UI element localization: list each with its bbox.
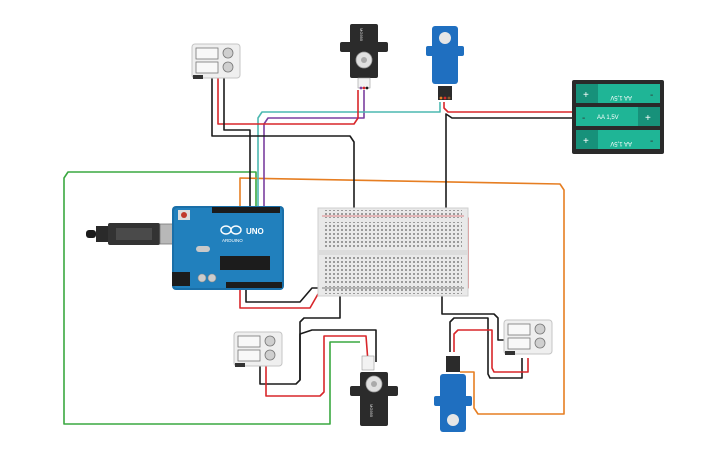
arduino-uno-board[interactable]: ARDUINO UNO — [172, 206, 284, 290]
wire-black-arduino-rail[interactable] — [245, 287, 326, 303]
wire-black-pot-tl-2[interactable] — [223, 76, 251, 206]
usb-cable[interactable] — [86, 223, 187, 245]
wire-red-pot-br[interactable] — [453, 329, 529, 373]
potentiometer-top-left[interactable] — [191, 43, 241, 79]
svg-text:+: + — [583, 90, 589, 101]
infinity-logo-icon — [220, 225, 242, 235]
svg-text:-: - — [650, 90, 653, 101]
wire-green[interactable] — [63, 171, 360, 425]
wire-teal[interactable] — [257, 102, 441, 206]
battery-cell-2: - AA 1,5V + — [576, 107, 660, 126]
wire-black-bb-bl[interactable] — [299, 294, 341, 380]
battery-cell-1: + AA 1,5V - — [576, 84, 660, 103]
wire-black-bb-br[interactable] — [441, 294, 508, 341]
digital-header[interactable] — [212, 207, 280, 213]
atmega-chip — [220, 256, 270, 270]
servo-top-label: MG995 — [359, 28, 364, 42]
wire-orange[interactable] — [239, 177, 565, 415]
servo-bottom-label: MG995 — [369, 404, 374, 418]
servo-blue-bottom[interactable] — [434, 356, 472, 432]
power-jack[interactable] — [172, 272, 190, 286]
wire-purple[interactable] — [263, 90, 365, 206]
arduino-model: UNO — [246, 227, 264, 236]
wires — [63, 76, 574, 425]
breadboard-terminal-bottom[interactable] — [324, 257, 462, 283]
servo-black-top[interactable]: MG995 — [340, 24, 388, 90]
power-header[interactable] — [226, 282, 282, 288]
wire-red-pot-bl[interactable] — [265, 335, 369, 397]
breadboard[interactable] — [317, 207, 469, 297]
wire-red-battery[interactable] — [443, 102, 574, 113]
svg-text:AA 1,5V: AA 1,5V — [597, 115, 619, 121]
potentiometer-bottom-right[interactable] — [503, 319, 553, 355]
svg-text:AA 1,5V: AA 1,5V — [610, 94, 632, 100]
wire-black-pot-tl[interactable] — [211, 76, 355, 212]
arduino-brand: ARDUINO — [222, 238, 243, 243]
potentiometer-bottom-left[interactable] — [233, 331, 283, 367]
breadboard-terminal-top[interactable] — [324, 222, 462, 248]
svg-text:+: + — [583, 136, 589, 147]
svg-text:+: + — [645, 113, 651, 124]
svg-text:AA 1,5V: AA 1,5V — [610, 140, 632, 146]
wire-red-pot-tl[interactable] — [217, 76, 359, 125]
wire-red-arduino-rail[interactable] — [239, 290, 326, 309]
battery-cell-3: + AA 1,5V - — [576, 130, 660, 149]
servo-blue-top[interactable] — [426, 26, 464, 100]
svg-text:-: - — [582, 113, 585, 124]
servo-black-bottom[interactable]: MG995 — [350, 355, 398, 426]
battery-pack[interactable]: + AA 1,5V - - AA 1,5V + + AA 1,5V - — [572, 80, 664, 154]
breadboard-rail-top[interactable] — [324, 210, 462, 218]
breadboard-rail-bottom[interactable] — [324, 286, 462, 294]
wire-black-battery[interactable] — [445, 113, 574, 212]
wire-black-pot-br[interactable] — [449, 317, 523, 379]
svg-text:-: - — [650, 136, 653, 147]
